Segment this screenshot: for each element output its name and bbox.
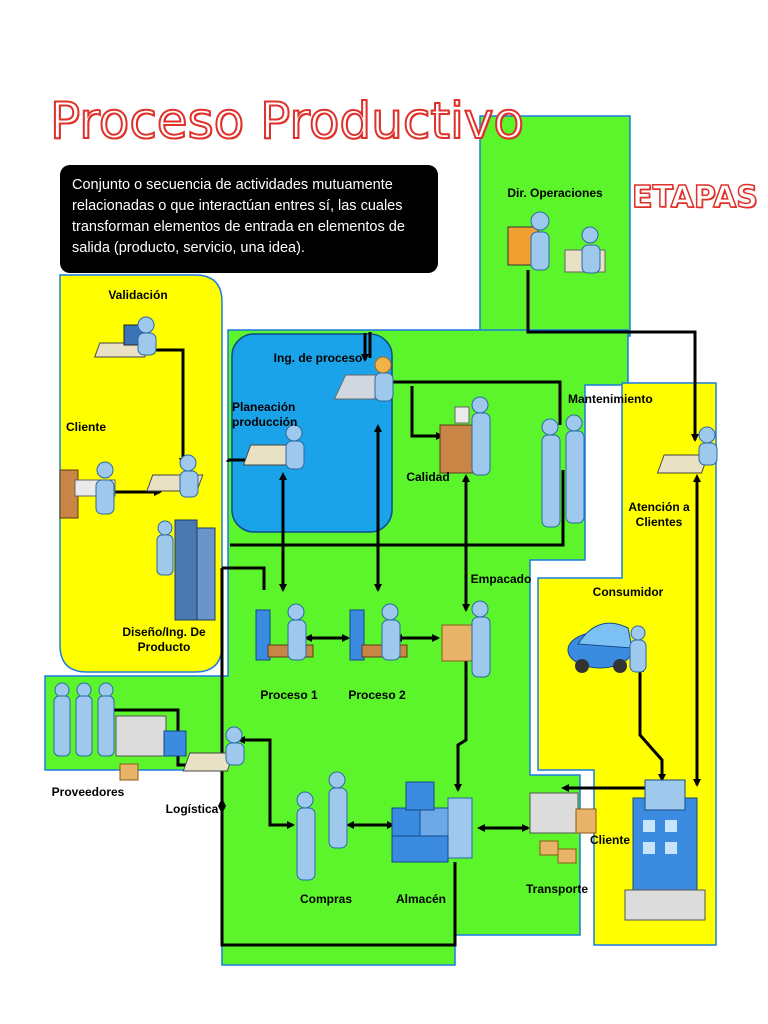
label-proceso1: Proceso 1 (260, 688, 318, 702)
warehouse-icon (391, 781, 473, 863)
logistics-icon (182, 726, 245, 772)
purchasing-icon (296, 771, 348, 881)
process2-icon (349, 603, 408, 661)
label-transporte: Transporte (526, 882, 589, 896)
label-mantenimiento: Mantenimiento (568, 392, 653, 406)
stages-label: ETAPAS (631, 179, 758, 216)
operations-director-icon (507, 211, 606, 274)
client-left-icon (59, 461, 116, 519)
label-validacion: Validación (108, 288, 168, 302)
label-compras: Compras (299, 892, 352, 906)
description-box: Conjunto o secuencia de actividades mutu… (60, 165, 438, 273)
label-almacen: Almacén (395, 892, 447, 906)
building-icon (624, 779, 706, 921)
suppliers-icon (53, 682, 187, 781)
label-atencion: Atención a Clientes (628, 500, 690, 529)
label-cliente-right: Cliente (590, 833, 631, 847)
label-proceso2: Proceso 2 (348, 688, 406, 702)
car-icon (567, 622, 647, 673)
label-ing-proceso: Ing. de proceso (273, 351, 363, 365)
label-cliente-left: Cliente (65, 420, 106, 434)
process-engineer-icon (333, 356, 394, 402)
packing-icon (441, 600, 491, 678)
label-logistica: Logística (165, 802, 219, 816)
label-dir-operaciones: Dir. Operaciones (507, 186, 603, 200)
label-empacado: Empacado (470, 572, 532, 586)
customer-service-icon (656, 426, 718, 474)
person-icons (53, 211, 718, 921)
maintenance-icon (541, 414, 585, 528)
label-planeacion: Planeación producción (232, 400, 298, 429)
label-calidad: Calidad (406, 470, 450, 484)
label-consumidor: Consumidor (592, 585, 664, 599)
quality-icon (439, 396, 491, 476)
client-meeting-icon (146, 454, 204, 498)
label-diseno: Diseño/Ing. De Producto (122, 625, 206, 654)
connectors (101, 270, 701, 947)
label-proveedores: Proveedores (51, 785, 125, 799)
server-rack-icon (156, 519, 216, 621)
page-title: Proceso Productivo (49, 91, 525, 151)
green-region (44, 115, 631, 966)
process1-icon (255, 603, 314, 661)
transport-icon (529, 792, 597, 864)
validation-icon (94, 316, 157, 358)
planning-icon (242, 424, 305, 470)
